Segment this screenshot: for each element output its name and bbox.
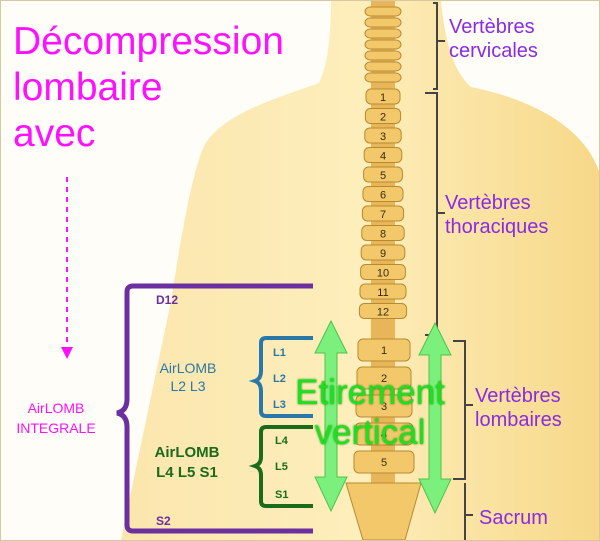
thoracic-vertebra (362, 186, 404, 202)
lumbar-number: 2 (381, 373, 387, 385)
level-l2: L2 (273, 373, 286, 385)
cervical-vertebra (364, 39, 402, 50)
lumbar-vertebra (357, 338, 411, 362)
title-line-1: Décompression (13, 20, 284, 63)
integrale-bracket (116, 283, 313, 534)
lumbar-vertebra (354, 422, 414, 446)
cervical-vertebra (364, 28, 402, 39)
cervical-bracket (433, 2, 445, 90)
thoracic-vertebra (359, 283, 407, 300)
upper-lumbar-bracket (248, 336, 313, 418)
lumbar-vertebra (356, 366, 412, 390)
thoracic-number: 2 (380, 112, 386, 124)
thoracic-number: 8 (380, 229, 386, 241)
stretch-arrow-left (314, 319, 348, 513)
level-l4: L4 (275, 435, 288, 447)
thoracic-vertebra (363, 147, 403, 163)
thoracic-number: 10 (377, 268, 389, 280)
sacrum-bone (345, 482, 422, 540)
cervical-vertebra (364, 17, 402, 28)
page-title: Décompression lombaire avec (13, 19, 284, 157)
lumbar-vertebra (353, 450, 415, 474)
level-l3: L3 (273, 399, 286, 411)
thoracic-number: 5 (380, 170, 386, 182)
cervical-vertebra (364, 6, 402, 17)
thoracic-number: 3 (380, 131, 386, 143)
cervical-vertebra (364, 72, 402, 83)
lumbar-number: 5 (381, 457, 387, 469)
thoracic-number: 6 (380, 190, 386, 202)
thoracic-number: 4 (380, 151, 386, 163)
thoracic-number: 12 (377, 307, 389, 319)
thoracic-vertebra (364, 108, 402, 124)
lower-lumbar-bracket (248, 425, 313, 508)
lumbar-vertebra (355, 394, 413, 418)
s2-label: S2 (156, 514, 171, 528)
thoracic-vertebra (358, 303, 408, 319)
cervical-vertebra (364, 61, 402, 72)
lumbar-number: 4 (381, 429, 387, 441)
lumbar-number: 1 (381, 345, 387, 357)
thoracic-vertebra (364, 127, 402, 144)
thoracic-number: 1 (380, 92, 386, 104)
sacrum-bracket (464, 483, 473, 540)
thoracic-vertebra (361, 225, 405, 241)
stretch-arrow-right (418, 321, 452, 515)
thoracic-number: 11 (377, 287, 388, 299)
lumbar-number: 3 (381, 401, 387, 413)
level-s1: S1 (275, 489, 289, 501)
d12-label: D12 (156, 293, 179, 307)
thoracic-vertebra (360, 244, 406, 261)
level-l5: L5 (275, 461, 288, 473)
title-line-2: lombaire (13, 66, 163, 109)
torso-silhouette (121, 1, 599, 540)
thoracic-number: 7 (380, 209, 386, 221)
level-l1: L1 (273, 347, 286, 359)
title-line-3: avec (13, 112, 96, 155)
thoracic-vertebra (365, 88, 401, 105)
thoracic-number: 9 (380, 248, 386, 260)
cervical-vertebra (364, 50, 402, 61)
thoracic-vertebra (361, 205, 405, 222)
sacrum-label: Sacrum (479, 507, 548, 529)
thoracic-vertebra (360, 264, 406, 280)
lumbar-bracket (453, 340, 473, 480)
thoracic-vertebra (363, 166, 403, 183)
